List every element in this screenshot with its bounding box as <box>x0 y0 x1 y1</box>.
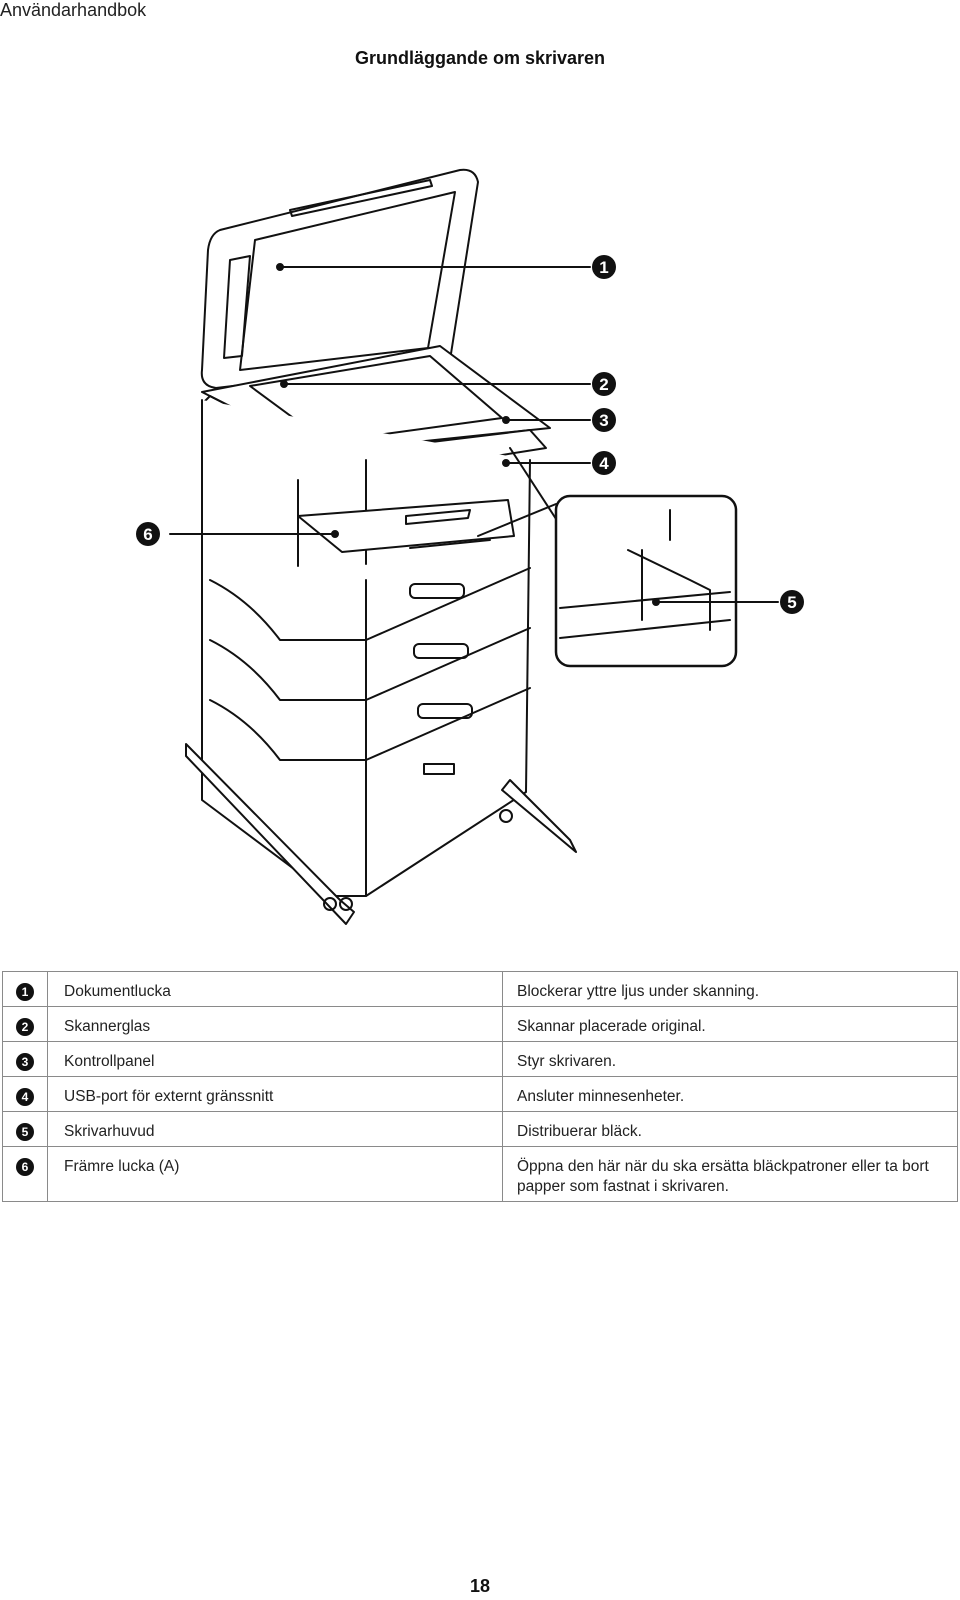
part-name: Skrivarhuvud <box>47 1111 503 1147</box>
part-description: Distribuerar bläck. <box>502 1111 958 1147</box>
part-name: Skannerglas <box>47 1006 503 1042</box>
svg-text:3: 3 <box>599 411 608 430</box>
number-badge: 5 <box>16 1123 34 1141</box>
leader-lines <box>169 263 779 606</box>
number-badge: 4 <box>16 1088 34 1106</box>
svg-text:4: 4 <box>599 454 609 473</box>
part-description: Ansluter minnesenheter. <box>502 1076 958 1112</box>
page-number: 18 <box>469 1576 491 1596</box>
parts-table: 1 Dokumentlucka Blockerar yttre ljus und… <box>2 971 958 1202</box>
printer-body-drawing <box>185 399 577 925</box>
part-name: Främre lucka (A) <box>47 1146 503 1202</box>
number-badge: 2 <box>16 1018 34 1036</box>
part-name: Dokumentlucka <box>47 971 503 1007</box>
number-badge: 1 <box>16 983 34 1001</box>
table-row: 2 Skannerglas Skannar placerade original… <box>2 1006 958 1042</box>
callout-badge-5: 5 <box>780 590 804 614</box>
table-row: 6 Främre lucka (A) Öppna den här när du … <box>2 1146 958 1202</box>
part-description: Öppna den här när du ska ersätta bläckpa… <box>502 1146 958 1202</box>
section-title: Grundläggande om skrivaren <box>354 48 606 68</box>
callout-badge-1: 1 <box>592 255 616 279</box>
table-row: 4 USB-port för externt gränssnitt Anslut… <box>2 1076 958 1112</box>
callout-badge-6: 6 <box>136 522 160 546</box>
svg-text:6: 6 <box>143 525 152 544</box>
number-badge: 6 <box>16 1158 34 1176</box>
printer-illustration: 1 2 3 4 5 6 <box>130 160 810 940</box>
part-name: USB-port för externt gränssnitt <box>47 1076 503 1112</box>
svg-text:2: 2 <box>599 375 608 394</box>
svg-text:1: 1 <box>599 258 608 277</box>
table-row: 1 Dokumentlucka Blockerar yttre ljus und… <box>2 971 958 1007</box>
callout-badge-3: 3 <box>592 408 616 432</box>
callout-badge-2: 2 <box>592 372 616 396</box>
part-description: Skannar placerade original. <box>502 1006 958 1042</box>
number-badge: 3 <box>16 1053 34 1071</box>
print-head-inset-drawing <box>477 447 738 668</box>
table-row: 3 Kontrollpanel Styr skrivaren. <box>2 1041 958 1077</box>
callout-badge-4: 4 <box>592 451 616 475</box>
table-row: 5 Skrivarhuvud Distribuerar bläck. <box>2 1111 958 1147</box>
running-head: Användarhandbok <box>0 0 147 20</box>
part-description: Styr skrivaren. <box>502 1041 958 1077</box>
svg-text:5: 5 <box>787 593 796 612</box>
part-description: Blockerar yttre ljus under skanning. <box>502 971 958 1007</box>
part-name: Kontrollpanel <box>47 1041 503 1077</box>
